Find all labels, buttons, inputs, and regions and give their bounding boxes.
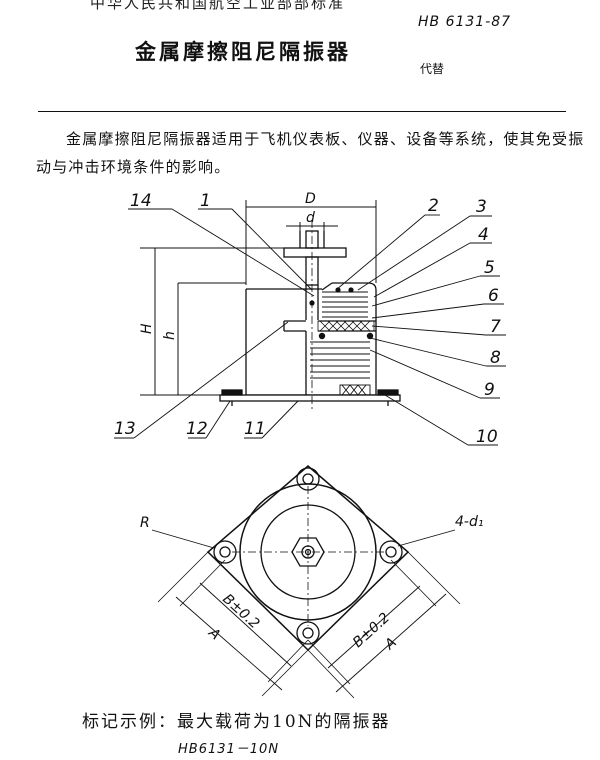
document-title: 金属摩擦阻尼隔振器 [135, 39, 351, 64]
dim-B-left-label: B±0.2 [219, 591, 262, 632]
part-label-7: 7 [490, 317, 501, 337]
dim-holes-label: 4-d₁ [455, 514, 483, 530]
plan-view [151, 465, 461, 699]
part-label-11: 11 [244, 419, 266, 439]
replaces-note: 代替 [420, 62, 445, 76]
part-labels: 14 1 2 3 4 5 6 7 8 9 10 11 12 13 [114, 191, 501, 447]
part-label-12: 12 [186, 419, 208, 439]
dim-h-label: h [162, 331, 178, 340]
scope-text: 金属摩擦阻尼隔振器适用于飞机仪表板、仪器、设备等系统，使其免受振动与冲击环境条件… [36, 130, 585, 176]
top-stud [283, 230, 347, 286]
part-label-3: 3 [476, 197, 487, 217]
bottom-ring [339, 384, 371, 396]
part-label-8: 8 [490, 348, 501, 368]
part-label-1: 1 [200, 191, 211, 211]
dim-d-label: d [306, 210, 315, 226]
standard-number: HB 6131-87 [418, 14, 512, 30]
part-label-14: 14 [130, 191, 152, 211]
marking-example-label: 标记示例：最大载荷为10N的隔振器 [82, 712, 391, 732]
scope-paragraph: 金属摩擦阻尼隔振器适用于飞机仪表板、仪器、设备等系统，使其免受振动与冲击环境条件… [36, 125, 591, 181]
lower-spring [310, 341, 370, 379]
part-label-13: 13 [114, 419, 136, 439]
part-label-5: 5 [484, 258, 495, 278]
upper-spring [322, 291, 368, 318]
dim-H-label: H [139, 323, 155, 334]
header-rule [38, 111, 566, 112]
leader-lines [114, 208, 506, 446]
part-label-2: 2 [428, 196, 439, 216]
marking-example-code: HB6131－10N [178, 742, 280, 757]
base-plate [219, 389, 401, 406]
steel-balls [309, 287, 374, 340]
part-label-6: 6 [488, 286, 499, 306]
friction-damper [317, 320, 375, 332]
header-top-text: 中华人民共和国航空工业部部标准 [90, 0, 346, 12]
part-label-4: 4 [478, 225, 489, 245]
dim-D-label: D [305, 191, 316, 207]
part-label-9: 9 [484, 380, 495, 400]
part-label-10: 10 [476, 427, 498, 447]
dim-R-label: R [140, 515, 150, 531]
dim-A-left-label: A [205, 624, 224, 643]
dimension-lines [140, 200, 377, 412]
